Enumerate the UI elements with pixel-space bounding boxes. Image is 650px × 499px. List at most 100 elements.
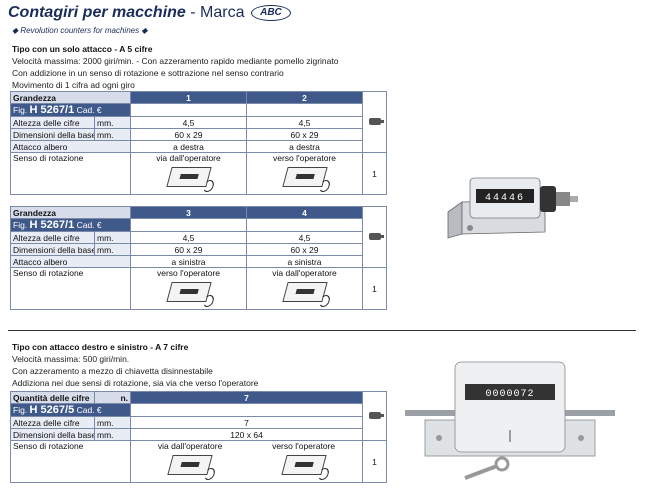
pointer-cell (362, 391, 387, 441)
counter-5-digit-image: 44446 (447, 177, 578, 239)
price-cell (246, 218, 363, 232)
row-unit: mm. (94, 428, 131, 441)
price-cell (130, 403, 363, 417)
counter-rotation-icon (281, 282, 328, 302)
rotation-cell: via dall'operatore (246, 267, 363, 310)
section1-line-3: Movimento di 1 cifra ad ogni giro (12, 80, 135, 90)
row-label: Attacco albero (10, 255, 131, 268)
cell-value: 60 x 29 (130, 128, 247, 141)
counter-digits: 44446 (485, 193, 525, 204)
cell-value: 4,5 (130, 231, 247, 244)
section1-line-2: Con addizione in un senso di rotazione e… (12, 68, 284, 78)
spec-table-3: Quantità delle cifre n. 7 Fig. H 5267/5 … (10, 391, 387, 483)
cell-value: 60 x 29 (246, 243, 363, 256)
rotation-text: verso l'operatore (272, 441, 336, 452)
row-label: Dimensioni della base (10, 243, 95, 256)
cell-value: 7 (130, 416, 363, 429)
row-unit: mm. (94, 416, 131, 429)
cell-value: a destra (130, 140, 247, 153)
size-col-2: 2 (246, 91, 363, 104)
counter-rotation-icon (167, 455, 213, 475)
row-label: Altezza delle cifre (10, 416, 95, 429)
rotation-cell: verso l'operatore (130, 267, 247, 310)
row-label: Dimensioni della base (10, 428, 95, 441)
rotation-label: Senso di rotazione (10, 267, 131, 310)
spec-table-2: Grandezza 3 4 Fig. H 5267/1 Cad. € Altez… (10, 206, 387, 310)
row-label: Attacco albero (10, 140, 131, 153)
section1-line-1: Velocità massima: 2000 giri/min. - Con a… (12, 56, 339, 66)
size-col-4: 4 (246, 206, 363, 219)
rotation-text: via dall'operatore (157, 441, 223, 452)
cell-value: a destra (246, 140, 363, 153)
page-title: Contagiri per macchine - Marca ABC (8, 4, 291, 22)
rotation-text: via dall'operatore (272, 268, 337, 279)
digits-col-7: 7 (130, 391, 363, 404)
pointer-cell (362, 91, 387, 153)
size-col-1: 1 (130, 91, 247, 104)
counter-rotation-icon (280, 455, 327, 475)
pointer-cell (362, 206, 387, 268)
rotation-cell: verso l'operatore (246, 152, 363, 195)
cell-value: 60 x 29 (130, 243, 247, 256)
rotation-cell: via dall'operatore verso l'operatore (130, 440, 363, 483)
fig-code-cell: Fig. H 5267/1 Cad. € (10, 103, 131, 117)
cad-label: Cad. € (76, 405, 102, 415)
fig-prefix: Fig. (13, 405, 28, 415)
grandezza-label: Grandezza (10, 91, 131, 104)
title-italic: Contagiri per macchine (8, 4, 186, 21)
row-unit: mm. (94, 243, 131, 256)
row-label: Altezza delle cifre (10, 231, 95, 244)
fig-code-cell: Fig. H 5267/5 Cad. € (10, 403, 131, 417)
fig-code: H 5267/1 (29, 219, 75, 231)
qty-digits-unit: n. (94, 391, 131, 404)
section2-heading: Tipo con attacco destro e sinistro - A 7… (12, 342, 189, 352)
cad-label: Cad. € (76, 105, 102, 115)
row-unit: mm. (94, 128, 131, 141)
section2-line-2: Con azzeramento a mezzo di chiavetta dis… (12, 366, 213, 376)
counter-digits: 0000072 (485, 389, 534, 400)
cell-value: a sinistra (130, 255, 247, 268)
rotation-text: verso l'operatore (156, 268, 221, 279)
rotation-label: Senso di rotazione (10, 440, 131, 483)
row-label: Dimensioni della base (10, 128, 95, 141)
section1-heading: Tipo con un solo attacco - A 5 cifre (12, 44, 153, 54)
fig-code: H 5267/5 (29, 404, 75, 416)
size-col-3: 3 (130, 206, 247, 219)
rotation-text: via dall'operatore (156, 153, 221, 164)
quantity-cell: 1 (362, 440, 387, 483)
fig-code: H 5267/1 (29, 104, 75, 116)
row-unit: mm. (94, 231, 131, 244)
fig-prefix: Fig. (13, 105, 28, 115)
counter-rotation-icon (165, 167, 212, 187)
section-divider (8, 330, 636, 331)
quantity-cell: 1 (362, 152, 387, 195)
cell-value: 4,5 (246, 231, 363, 244)
section2-line-1: Velocità massima: 500 giri/min. (12, 354, 130, 364)
quantity-cell: 1 (362, 267, 387, 310)
cell-value: 4,5 (246, 116, 363, 129)
fig-prefix: Fig. (13, 220, 28, 230)
row-unit: mm. (94, 116, 131, 129)
spec-table-1: Grandezza 1 2 Fig. H 5267/1 Cad. € Altez… (10, 91, 387, 195)
counter-rotation-icon (281, 167, 328, 187)
counter-7-digit-image: 0000072 (405, 361, 615, 480)
title-rest: - Marca (185, 4, 245, 21)
section2-line-3: Addiziona nei due sensi di rotazione, si… (12, 378, 259, 388)
qty-digits-label: Quantità delle cifre (10, 391, 95, 404)
price-cell (130, 218, 247, 232)
cell-value: 120 x 64 (130, 428, 363, 441)
price-cell (246, 103, 363, 117)
cad-label: Cad. € (76, 220, 102, 230)
rotation-cell: via dall'operatore (130, 152, 247, 195)
rotation-text: verso l'operatore (272, 153, 337, 164)
pointing-hand-icon (368, 412, 384, 419)
cell-value: a sinistra (246, 255, 363, 268)
fig-code-cell: Fig. H 5267/1 Cad. € (10, 218, 131, 232)
cell-value: 60 x 29 (246, 128, 363, 141)
page-subtitle: ◆ Revolution counters for machines ◆ (12, 26, 148, 35)
grandezza-label: Grandezza (10, 206, 131, 219)
pointing-hand-icon (368, 233, 384, 240)
row-label: Altezza delle cifre (10, 116, 95, 129)
cell-value: 4,5 (130, 116, 247, 129)
abc-logo: ABC (250, 4, 291, 21)
